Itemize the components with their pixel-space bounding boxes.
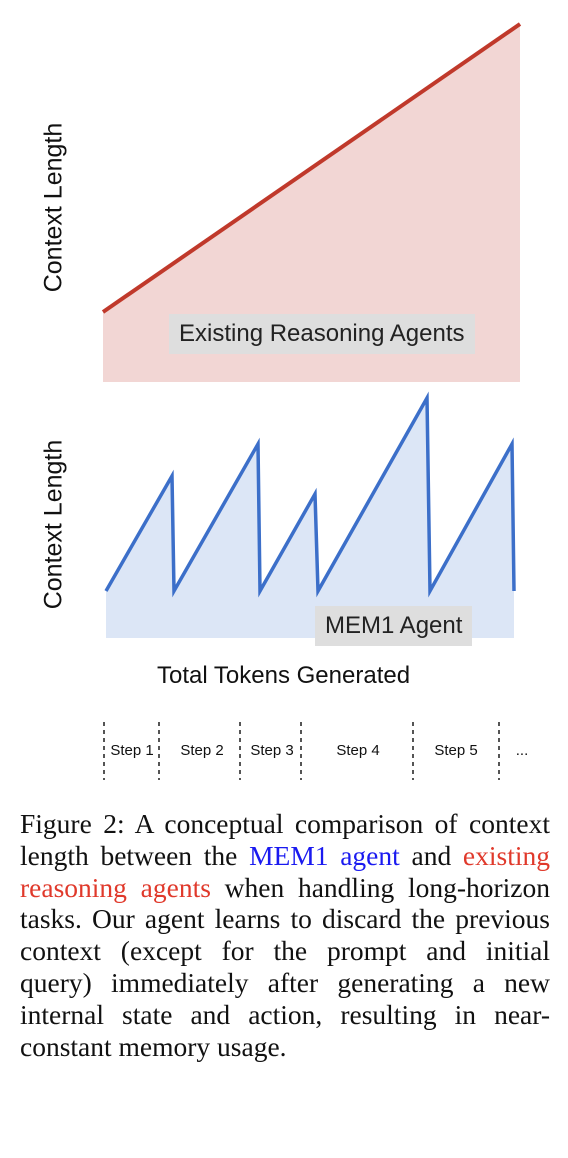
top-panel-growth-line xyxy=(101,22,522,314)
bottom-panel-sawtooth-line xyxy=(104,391,516,598)
figure: Context Length Existing Reasoning Agents… xyxy=(39,22,529,780)
bottom-panel-area xyxy=(106,398,514,638)
caption-suffix: when handling long-horizon tasks. Our ag… xyxy=(20,871,551,1062)
bottom-panel-xlabel: Total Tokens Generated xyxy=(157,662,411,689)
top-panel-area xyxy=(103,24,520,382)
caption-prefix: Figure 2: A conceptual comparison of con… xyxy=(20,808,550,871)
caption-mem1-link[interactable]: MEM1 agent xyxy=(249,839,400,871)
step-label: Step 2 xyxy=(180,742,224,759)
top-panel-chart xyxy=(101,22,522,780)
caption-existing-link[interactable]: existing reasoning agents xyxy=(20,839,550,903)
top-panel-box-label: Existing Reasoning Agents xyxy=(169,314,475,354)
step-label: Step 3 xyxy=(250,742,294,759)
caption-middle: and xyxy=(399,839,463,871)
step-label: ... xyxy=(515,742,529,759)
top-panel-ylabel: Context Length xyxy=(39,122,68,293)
step-dividers xyxy=(103,722,500,780)
step-label: Step 1 xyxy=(110,742,154,759)
bottom-panel-ylabel: Context Length xyxy=(39,439,68,610)
bottom-panel-box-label: MEM1 Agent xyxy=(315,606,473,646)
figure-caption: Figure 2: A conceptual comparison of con… xyxy=(20,808,550,1062)
step-label: Step 4 xyxy=(336,742,380,759)
step-label: Step 5 xyxy=(434,742,478,759)
